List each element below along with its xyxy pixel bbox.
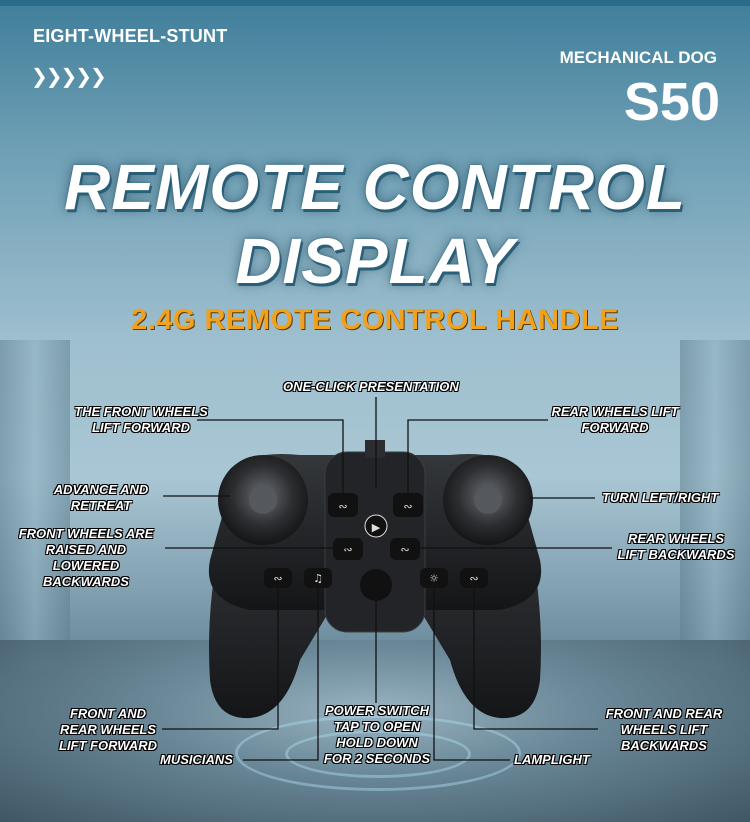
svg-text:☼: ☼ [429, 572, 439, 585]
label-front-rear-lift-forward: FRONT AND REAR WHEELS LIFT FORWARD [59, 706, 157, 753]
background-platform-ring [235, 715, 521, 791]
label-front-rear-lift-backwards: FRONT AND REAR WHEELS LIFT BACKWARDS [605, 706, 723, 753]
page-title-line2: DISPLAY [235, 225, 515, 297]
svg-text:∾: ∾ [273, 572, 282, 585]
background-pillar-right [680, 340, 750, 670]
label-rear-wheels-lift-forward: REAR WHEELS LIFT FORWARD [551, 404, 679, 435]
background-pillar-left [0, 340, 70, 670]
svg-text:∾: ∾ [403, 500, 412, 513]
top-accent-bar [0, 0, 750, 6]
svg-text:∾: ∾ [469, 572, 478, 585]
page-subtitle: 2.4G REMOTE CONTROL HANDLE [131, 304, 619, 336]
page-title-line1: REMOTE CONTROL [64, 151, 686, 223]
svg-text:∾: ∾ [343, 543, 352, 556]
label-rear-wheels-lift-backwards: REAR WHEELS LIFT BACKWARDS [617, 531, 735, 562]
label-front-wheels-raised-lowered: FRONT WHEELS ARE RAISED AND LOWERED BACK… [18, 526, 154, 589]
label-musicians: MUSICIANS [160, 752, 233, 767]
label-turn-left-right: TURN LEFT/RIGHT [602, 490, 719, 505]
label-lamplight: LAMPLIGHT [514, 752, 590, 767]
chevrons-icon: ❯❯❯❯❯ [31, 66, 107, 88]
label-advance-and-retreat: ADVANCE AND RETREAT [53, 482, 149, 513]
svg-text:∾: ∾ [400, 543, 409, 556]
svg-text:▶: ▶ [372, 521, 381, 534]
top-left-tagline: EIGHT-WHEEL-STUNT [33, 26, 228, 46]
label-front-wheels-lift-forward: THE FRONT WHEELS LIFT FORWARD [74, 404, 208, 435]
product-model: S50 [623, 72, 720, 132]
svg-text:∾: ∾ [338, 500, 347, 513]
label-power-switch: POWER SWITCH TAP TO OPEN HOLD DOWN FOR 2… [323, 703, 431, 766]
product-category: MECHANICAL DOG [559, 48, 717, 67]
controller-antenna [365, 440, 385, 458]
background-platform-ring-inner [285, 730, 471, 778]
label-one-click-presentation: ONE-CLICK PRESENTATION [283, 379, 459, 394]
svg-text:♫: ♫ [313, 572, 323, 585]
